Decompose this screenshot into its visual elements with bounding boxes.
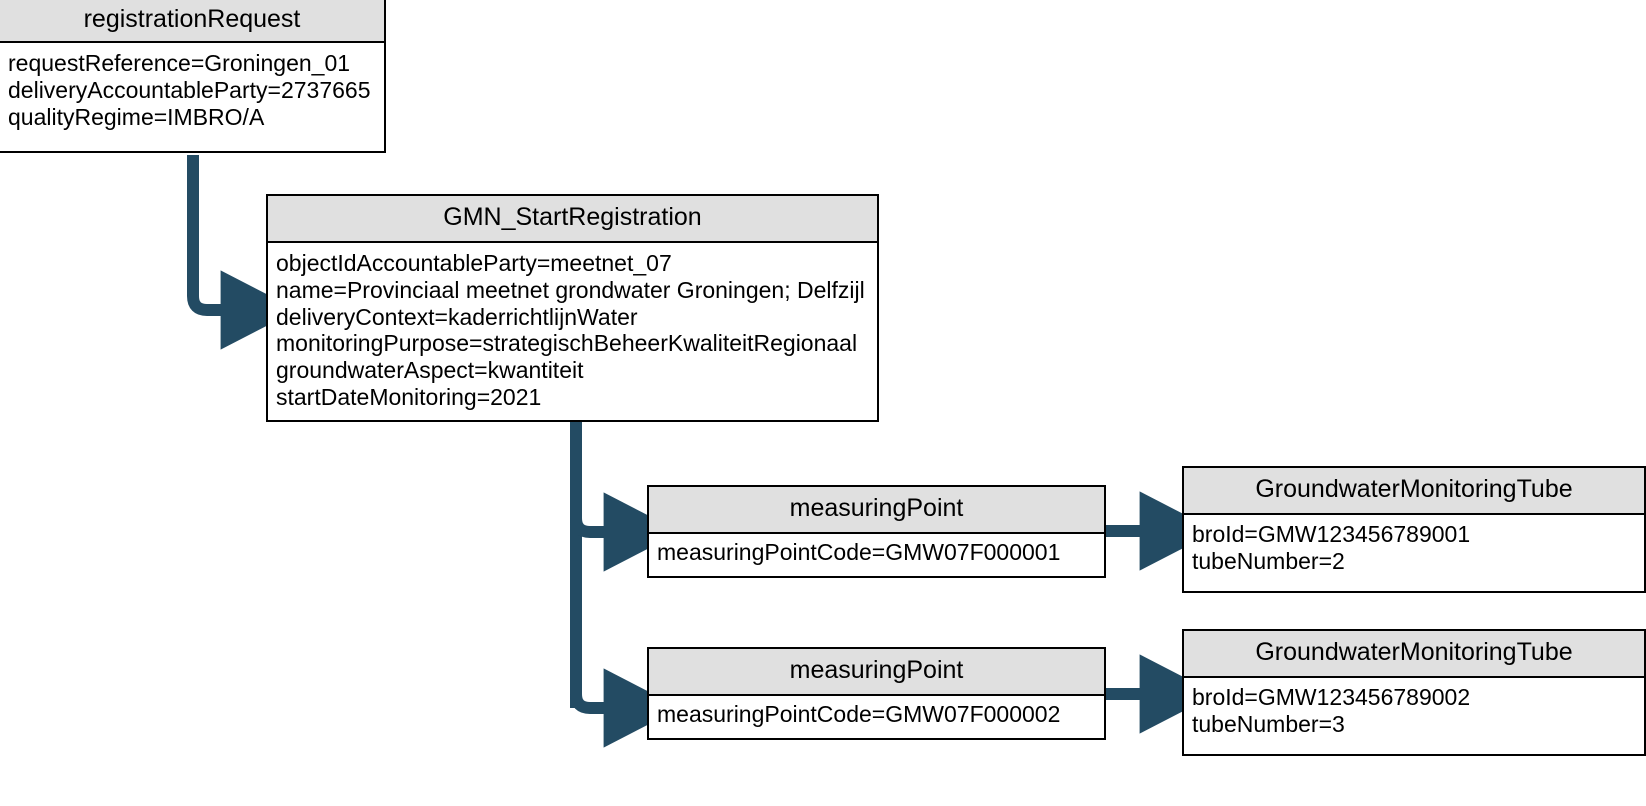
object-box-attributes: objectIdAccountableParty=meetnet_07 name… [268, 243, 877, 420]
object-box-title: registrationRequest [0, 0, 384, 43]
attribute-name: name=Provinciaal meetnet grondwater Gron… [276, 276, 865, 303]
object-box-attributes: measuringPointCode=GMW07F000001 [649, 534, 1104, 576]
object-box-groundwater-monitoring-tube-1[interactable]: GroundwaterMonitoringTube broId=GMW12345… [1182, 466, 1646, 593]
attribute-delivery-context: deliveryContext=kaderrichtlijnWater [276, 303, 638, 330]
object-box-groundwater-monitoring-tube-2[interactable]: GroundwaterMonitoringTube broId=GMW12345… [1182, 629, 1646, 756]
attribute-tube-number: tubeNumber=2 [1192, 547, 1345, 574]
attribute-start-date-monitoring: startDateMonitoring=2021 [276, 383, 542, 410]
object-box-measuring-point-2[interactable]: measuringPoint measuringPointCode=GMW07F… [647, 647, 1106, 740]
object-box-registration-request[interactable]: registrationRequest requestReference=Gro… [0, 0, 386, 153]
attribute-object-id-accountable-party: objectIdAccountableParty=meetnet_07 [276, 250, 672, 276]
object-box-measuring-point-1[interactable]: measuringPoint measuringPointCode=GMW07F… [647, 485, 1106, 578]
object-box-attributes: broId=GMW123456789001 tubeNumber=2 [1184, 515, 1644, 591]
attribute-request-reference: requestReference=Groningen_01 [8, 50, 351, 76]
attribute-groundwater-aspect: groundwaterAspect=kwantiteit [276, 357, 584, 384]
connector-gmn-start-registration-to-measuring-point-2 [570, 668, 681, 748]
connector-registration-request-to-gmn-start-registration [187, 155, 298, 350]
object-box-title: GMN_StartRegistration [268, 196, 877, 243]
attribute-measuring-point-code: measuringPointCode=GMW07F000002 [657, 701, 1061, 727]
object-box-title: GroundwaterMonitoringTube [1184, 631, 1644, 678]
object-box-gmn-start-registration[interactable]: GMN_StartRegistration objectIdAccountabl… [266, 194, 879, 422]
object-box-attributes: measuringPointCode=GMW07F000002 [649, 696, 1104, 738]
object-box-title: measuringPoint [649, 487, 1104, 534]
connector-gmn-start-registration-to-measuring-point-1 [570, 492, 681, 572]
object-box-attributes: broId=GMW123456789002 tubeNumber=3 [1184, 678, 1644, 754]
object-box-title: GroundwaterMonitoringTube [1184, 468, 1644, 515]
attribute-tube-number: tubeNumber=3 [1192, 710, 1345, 737]
object-box-title: measuringPoint [649, 649, 1104, 696]
object-box-attributes: requestReference=Groningen_01 deliveryAc… [0, 43, 384, 151]
attribute-delivery-accountable-party: deliveryAccountableParty=2737665 [8, 76, 371, 103]
attribute-monitoring-purpose: monitoringPurpose=strategischBeheerKwali… [276, 330, 858, 357]
attribute-measuring-point-code: measuringPointCode=GMW07F000001 [657, 539, 1061, 565]
attribute-bro-id: broId=GMW123456789001 [1192, 521, 1471, 547]
attribute-quality-regime: qualityRegime=IMBRO/A [8, 103, 265, 130]
attribute-bro-id: broId=GMW123456789002 [1192, 684, 1471, 710]
